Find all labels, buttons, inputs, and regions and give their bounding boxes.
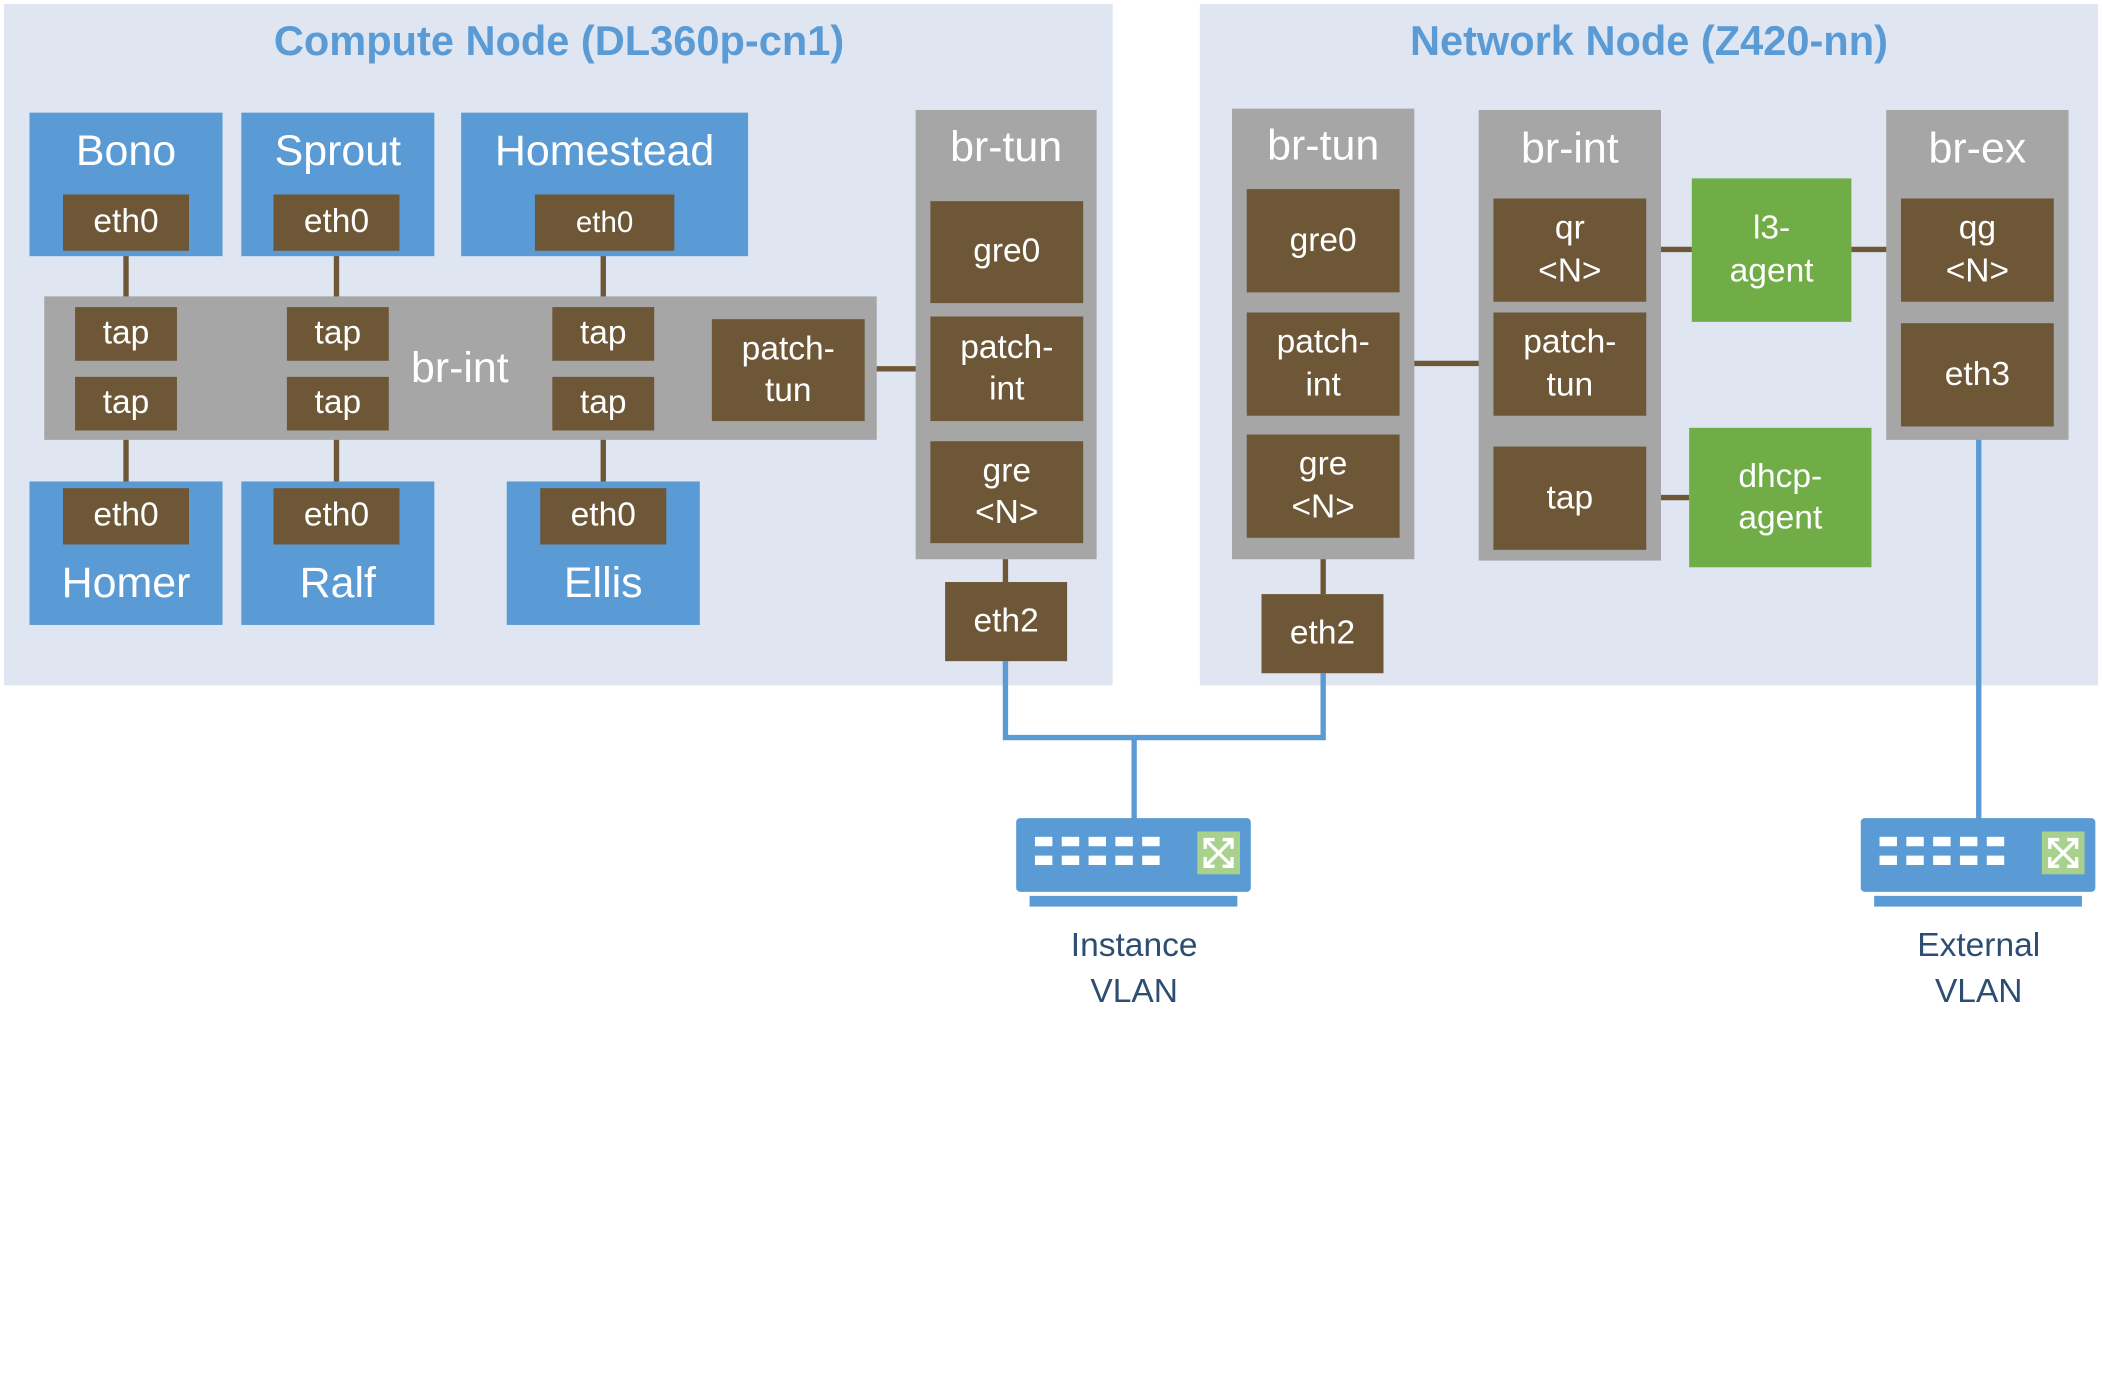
- instance-switch-crossover-icon: [1197, 831, 1241, 875]
- homestead-eth0-port: eth0: [534, 194, 675, 251]
- cn-patch-int-port: patch- int: [930, 316, 1084, 422]
- nn-gre-n-port: gre <N>: [1246, 434, 1400, 538]
- cn-br-int-label: br-int: [410, 343, 509, 392]
- external-switch-crossover-icon: [2041, 831, 2085, 875]
- bono-eth0-port: eth0: [63, 194, 190, 251]
- sprout-eth0-port: eth0: [273, 194, 400, 251]
- tap-homestead: tap: [552, 307, 655, 361]
- instance-switch-ports-icon: [1034, 836, 1160, 866]
- nn-eth3-nic: eth3: [1900, 323, 2054, 427]
- instance-vlan-label: Instance VLAN: [1070, 926, 1198, 1010]
- nn-gre0-port: gre0: [1246, 189, 1400, 293]
- external-vlan-label: External VLAN: [1917, 926, 2041, 1010]
- l3-agent: l3- agent: [1691, 178, 1852, 322]
- network-node-title: Network Node (Z420-nn): [1409, 17, 1888, 65]
- nn-patch-int-port: patch- int: [1246, 312, 1400, 416]
- tap-sprout: tap: [286, 307, 389, 361]
- nn-tap-port: tap: [1493, 446, 1647, 550]
- compute-node-title: Compute Node (DL360p-cn1): [273, 17, 845, 65]
- cn-eth2-nic: eth2: [945, 582, 1068, 662]
- tap-ellis: tap: [552, 376, 655, 431]
- homer-eth0-port: eth0: [63, 488, 190, 545]
- ellis-eth0-port: eth0: [540, 488, 667, 545]
- cn-gre-n-port: gre <N>: [930, 441, 1084, 544]
- cn-patch-tun-port: patch- tun: [711, 319, 865, 422]
- nn-eth2-nic: eth2: [1261, 594, 1384, 674]
- cn-gre0-port: gre0: [930, 201, 1084, 304]
- tap-homer: tap: [75, 376, 177, 431]
- instance-switch-base: [1029, 895, 1238, 907]
- tap-bono: tap: [75, 307, 177, 361]
- external-switch-base: [1874, 895, 2082, 907]
- nn-patch-tun-port: patch- tun: [1493, 312, 1647, 416]
- nn-qg-n-port: qg <N>: [1900, 198, 2054, 302]
- external-switch-ports-icon: [1879, 836, 2005, 866]
- tap-ralf: tap: [286, 376, 389, 431]
- dhcp-agent: dhcp- agent: [1689, 427, 1872, 568]
- ralf-eth0-port: eth0: [273, 488, 400, 545]
- nn-qr-n-port: qr <N>: [1493, 198, 1647, 302]
